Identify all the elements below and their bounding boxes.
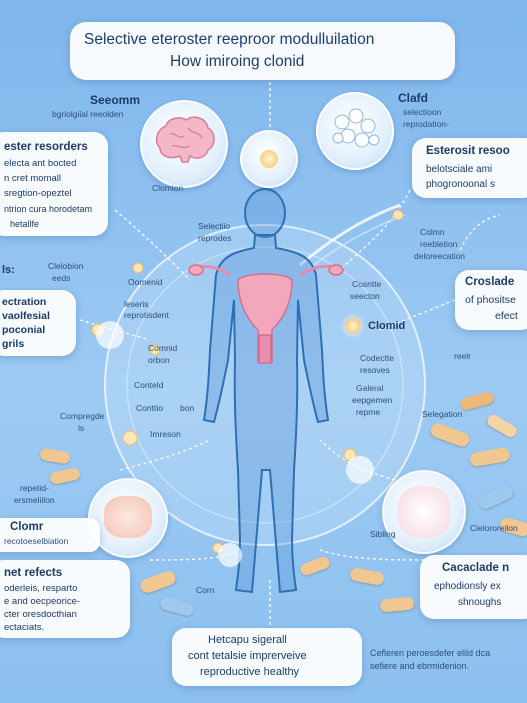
lower-right-selegation: Selegation [422,409,463,419]
circle-label: reprotisdent [124,310,169,320]
brain-icon [155,116,215,163]
circle-label: Conteld [134,380,164,390]
left-card-line: ester resorders [4,141,88,153]
left-mid-label2: Clelobion [48,261,84,271]
left-info-card-2: ectration vaolfesial poconial grils [0,290,76,356]
circle-label: Cosntte [352,279,382,289]
circle-label: Oomenid [128,277,163,287]
left-mid-label1: ls: [2,264,15,276]
lower-right-reel: reelr [454,351,472,361]
lower-left-comp1: Compregde [60,411,105,421]
left-card-line: sregtion-opeztel [4,188,72,199]
clomr-sub: recotoeselbiation [4,536,69,546]
center-top-bubble [240,130,298,188]
bottom-left-line: oderleis, resparto [4,583,78,594]
circle-label: reprodes [198,233,232,243]
clomr-bar: Clomr recotoeselbiation [0,518,100,552]
brain-caption: Clomion [152,183,184,193]
right-info-card: Esterosit resoo belotsciale ami phogrono… [412,138,527,198]
left-card-line: n cret momall [4,173,62,184]
circle-label: Conttio [136,403,163,413]
bottom-left-line: e and oecpeorice- [4,596,81,607]
circle-label: reebletion [420,239,458,249]
bottom-center-card: Hetcapu sigerall cont tetalsie imprervei… [172,628,362,686]
central-ring [104,224,426,546]
pill-icon [260,150,278,168]
bottom-left-line: cter oresdocthian [4,609,77,620]
left-card2-line: vaolfesial [2,310,50,322]
left-card-line: hetallfe [10,219,40,229]
cells-bubble-left [88,478,168,558]
circle-label: seecton [350,291,380,301]
lower-right-sibling: Sibling [370,529,396,539]
left-card2-line: poconial [2,324,46,336]
circle-label: deloreecation [414,251,466,261]
circle-label: Comnid [148,343,178,353]
clomr-title: Clomr [10,521,44,533]
bottom-left-line: net refects [4,567,63,579]
bottom-right-card: Cacaclade n ephodionsly ex shnoughs [420,555,527,619]
lower-right-clelor: Clelororeilon [470,523,518,533]
top-left-title: Seeomm [90,93,141,107]
bottom-right-line: ephodionsly ex [434,581,501,592]
left-card2-line: ectration [2,296,47,308]
bottom-caption-line: sefiere and ebrmidenion. [370,661,470,671]
circle-label: Selectiio [198,221,231,231]
lower-left-rep1: repetid- [20,483,49,493]
right-card2-line: efect [495,310,518,322]
circle-label: Galeral [356,383,384,393]
left-mid-label3: eeds [52,273,71,283]
bottom-center-line: reproductive healthy [200,666,300,678]
left-card-line: ntrion cura horodetam [4,204,93,214]
circle-label: bon [180,403,195,413]
lower-left-rep2: ersmeliilon [14,495,55,505]
top-right-sub2: reprodation- [403,119,449,129]
right-card2-line: Croslade [465,276,515,288]
top-right-sub1: selectioon [403,107,442,117]
bottom-center-line: Hetcapu sigerall [208,634,287,646]
left-card2-line: grils [2,338,25,350]
circle-label: repme [356,407,381,417]
right-card-line: Esterosit resoo [426,145,510,157]
clomid-dot-icon [345,318,361,334]
circle-label: Codectte [360,353,395,363]
bottom-right-line: Cacaclade n [442,562,510,574]
circle-label: leseris [124,299,149,309]
circle-label: orbon [148,355,170,365]
uterus-icon [188,264,344,364]
bottom-left-line: ectaciats. [4,622,45,633]
brain-bubble [140,100,228,188]
circle-label: eepgemen [352,395,393,405]
title-line2: How imiroing clonid [170,53,305,70]
bottom-caption-line: Cefleren peroesdefer elild dca [370,648,491,658]
right-card-line: phogronoonal s [426,179,495,190]
title-card: Selective eteroster reeproor modulluilat… [70,22,455,80]
cells-bubble-right [382,470,466,554]
circle-label: Imreson [150,429,181,439]
bottom-right-line: shnoughs [458,597,502,608]
bottom-left-card: net refects oderleis, resparto e and oec… [0,560,130,638]
left-info-card: ester resorders electa ant bocted n cret… [0,132,108,236]
left-card-line: electa ant bocted [4,158,77,169]
top-left-sub: bgriolgiial reeolden [52,109,124,119]
right-info-card-2: Croslade of phositse efect [455,270,527,330]
cells-bubble-top [316,92,394,170]
bottom-center-line: cont tetalsie imprerveive [188,650,307,662]
title-line1: Selective eteroster reeproor modulluilat… [84,31,375,48]
human-silhouette [202,188,330,594]
right-card2-line: of phositse [465,294,516,306]
circle-label: Colmn [420,227,445,237]
clomid-label: Clomid [368,320,406,332]
cells-icon [332,108,380,148]
lower-right-corn: Corn [196,585,215,595]
right-card-line: belotsciale ami [426,164,493,175]
lower-left-comp2: ls [78,423,85,433]
top-right-title: Clafd [398,91,428,105]
circle-label: resoves [360,365,390,375]
